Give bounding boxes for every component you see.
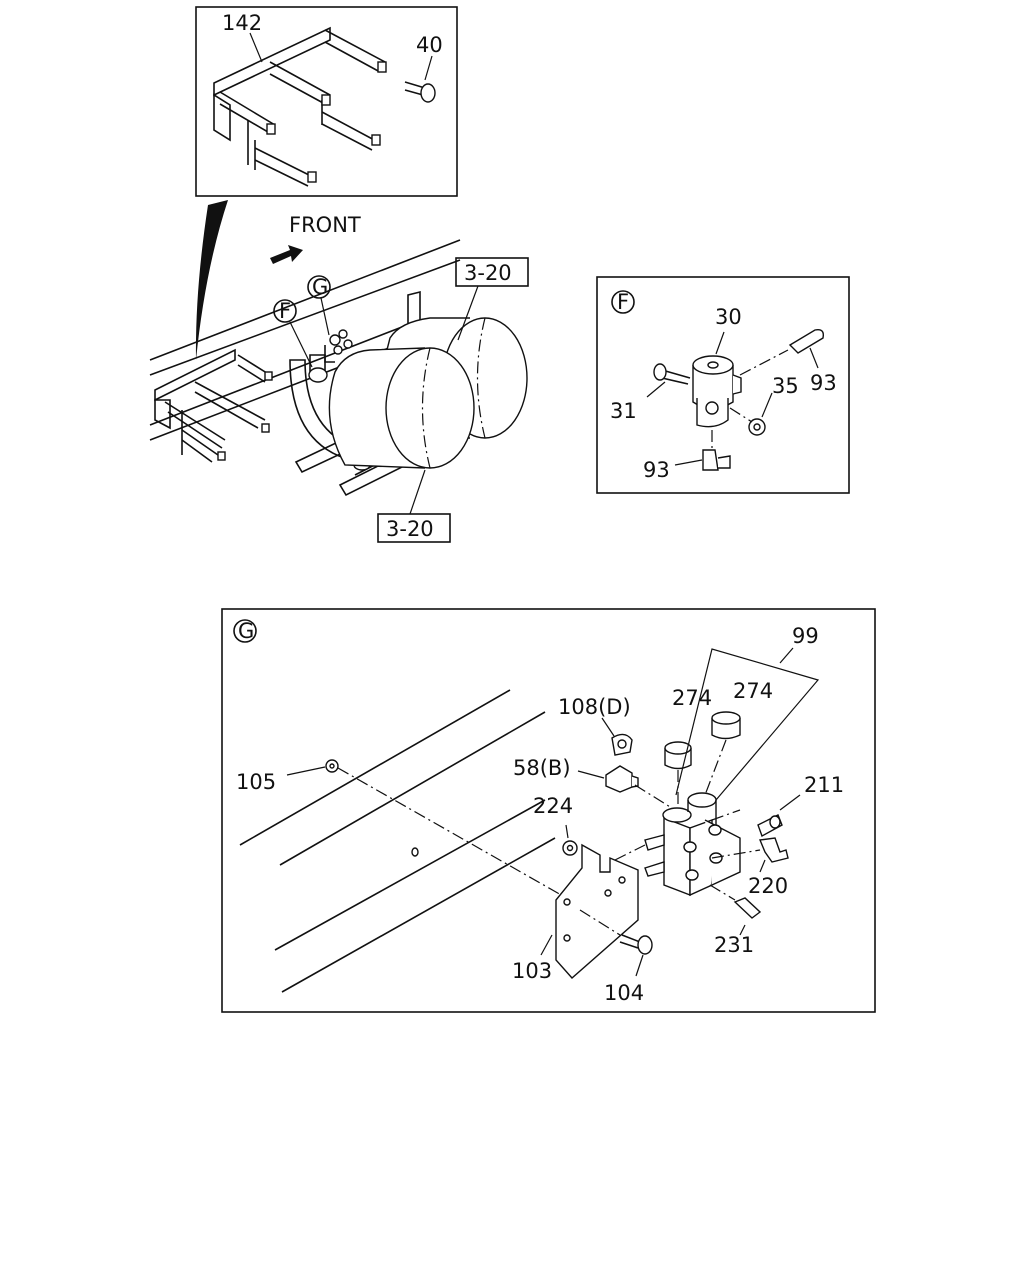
reference-3-20-top: 3-20 bbox=[455, 257, 529, 341]
callout-f-main-label: F bbox=[279, 299, 291, 323]
part-label-104: 104 bbox=[604, 981, 644, 1005]
part-label-108: 108(D) bbox=[558, 695, 631, 719]
air-tank-front bbox=[328, 347, 475, 469]
part-label-224: 224 bbox=[533, 794, 573, 818]
part-label-231: 231 bbox=[714, 933, 754, 957]
part-label-103: 103 bbox=[512, 959, 552, 983]
fitting-231 bbox=[709, 884, 762, 936]
part-label-105: 105 bbox=[236, 770, 276, 794]
part-label-30: 30 bbox=[715, 305, 742, 329]
caps-274 bbox=[664, 711, 741, 805]
part-label-93-right: 93 bbox=[810, 371, 837, 395]
part-label-93-bottom: 93 bbox=[643, 458, 670, 482]
part-label-211: 211 bbox=[804, 773, 844, 797]
part-label-274-left: 274 bbox=[672, 686, 712, 710]
part-label-274-right: 274 bbox=[733, 679, 773, 703]
part-label-220: 220 bbox=[748, 874, 788, 898]
nut-35 bbox=[729, 392, 773, 436]
callout-g-detail-label: G bbox=[238, 619, 254, 643]
reference-3-20-bottom: 3-20 bbox=[377, 469, 451, 543]
fitting-93-bottom bbox=[674, 430, 731, 471]
bracket-103 bbox=[540, 843, 639, 979]
bolt-31 bbox=[646, 363, 691, 398]
fitting-108 bbox=[601, 717, 633, 756]
mount-bracket bbox=[154, 348, 273, 463]
frame-rail-lines-g bbox=[239, 689, 556, 993]
part-label-31: 31 bbox=[610, 399, 637, 423]
front-label: FRONT bbox=[289, 213, 361, 237]
part-label-99: 99 bbox=[792, 624, 819, 648]
reference-label-top: 3-20 bbox=[464, 261, 512, 285]
fitting-58 bbox=[577, 765, 676, 811]
nut-224 bbox=[562, 824, 578, 856]
label-40-group: 40 bbox=[416, 33, 443, 81]
fitting-93-right bbox=[739, 328, 825, 376]
nut-105 bbox=[286, 759, 571, 901]
frame-rails bbox=[149, 239, 461, 441]
fitting-220 bbox=[759, 837, 789, 873]
part-label-58: 58(B) bbox=[513, 756, 571, 780]
valve-block bbox=[614, 792, 761, 897]
detail-box-f bbox=[596, 276, 850, 494]
callout-f-detail: F bbox=[611, 290, 635, 314]
part-label-35: 35 bbox=[772, 374, 799, 398]
detail-box-bracket bbox=[195, 6, 458, 197]
label-142-group: 142 bbox=[222, 11, 263, 63]
callout-f-detail-label: F bbox=[617, 290, 629, 314]
front-arrow-icon bbox=[270, 245, 303, 264]
callout-f-main: F bbox=[273, 299, 313, 368]
kit-99-bracket bbox=[675, 647, 820, 801]
detail-pointer bbox=[195, 200, 228, 360]
reference-label-bottom: 3-20 bbox=[386, 517, 434, 541]
valve-30 bbox=[692, 331, 742, 428]
part-label-142: 142 bbox=[222, 11, 262, 35]
detail-box-g bbox=[221, 608, 876, 1013]
front-indicator: FRONT bbox=[270, 213, 361, 264]
bolt-104 bbox=[579, 909, 653, 977]
callout-g-main-label: G bbox=[312, 275, 328, 299]
callout-g-main: G bbox=[307, 275, 331, 336]
valve-cluster-main bbox=[308, 329, 353, 383]
fitting-211 bbox=[757, 794, 801, 838]
callout-g-detail: G bbox=[233, 619, 257, 643]
part-label-40: 40 bbox=[416, 33, 443, 57]
